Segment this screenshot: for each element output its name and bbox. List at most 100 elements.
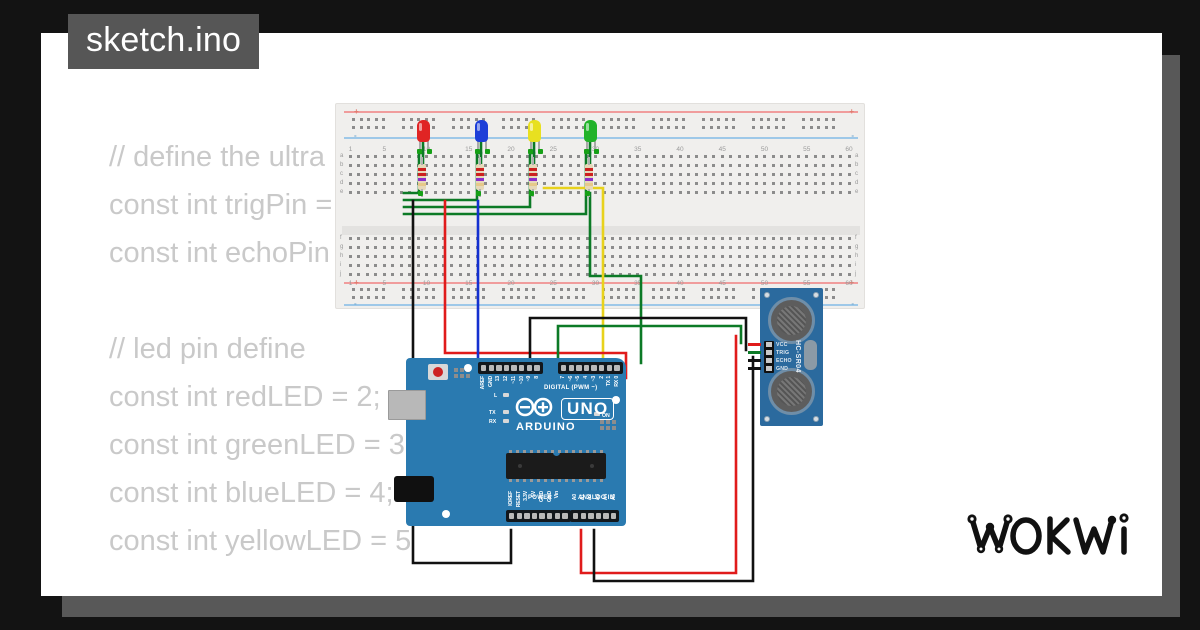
breadboard-row-label: h [340, 253, 344, 259]
resistor-4[interactable] [585, 157, 593, 197]
header-pin[interactable] [568, 365, 575, 371]
header-pin[interactable] [614, 365, 620, 371]
header-pin[interactable] [610, 513, 617, 519]
breadboard-hole [467, 255, 471, 258]
mounting-screw [764, 416, 770, 422]
breadboard-column-label: 15 [465, 146, 473, 153]
breadboard-rail-hole [709, 288, 713, 291]
header-pin[interactable] [576, 365, 582, 371]
breadboard-hole [382, 182, 386, 185]
breadboard-hole [560, 237, 564, 240]
breadboard-hole [425, 155, 429, 158]
hc-sr04-sensor[interactable]: HC-SR04 VCC TRIG ECHO GND [748, 288, 823, 426]
breadboard-hole [636, 237, 640, 240]
resistor-3[interactable] [529, 157, 537, 197]
header-pin[interactable] [554, 513, 560, 519]
breadboard-rail-hole [382, 126, 386, 129]
digital-header-right[interactable] [558, 362, 623, 374]
header-pin[interactable] [588, 513, 594, 519]
header-pin[interactable] [509, 513, 515, 519]
breadboard-hole [687, 246, 690, 249]
breadboard-rail-hole [409, 288, 413, 291]
header-pin[interactable] [573, 513, 579, 519]
breadboard-hole [763, 237, 767, 240]
header-pin[interactable] [606, 365, 612, 371]
breadboard-rail-hole [667, 288, 671, 291]
breadboard-hole [543, 255, 547, 258]
reset-button[interactable] [428, 364, 448, 380]
header-pin[interactable] [524, 513, 530, 519]
header-pin[interactable] [595, 513, 602, 519]
breadboard-row-label: f [855, 235, 857, 241]
breadboard-hole [458, 273, 462, 276]
breadboard-rail-hole [824, 118, 828, 121]
red-led[interactable] [417, 120, 430, 142]
breadboard-hole [636, 173, 640, 176]
yellow-led[interactable] [528, 120, 541, 142]
green-led[interactable] [584, 120, 597, 142]
header-pin[interactable] [481, 365, 487, 371]
breadboard-rail-hole [559, 296, 563, 299]
breadboard-hole [805, 255, 809, 258]
breadboard-hole [594, 237, 598, 240]
header-pin[interactable] [526, 365, 532, 371]
rail-plus-marker-top-right: + [849, 107, 854, 116]
breadboard-row-label: e [340, 189, 344, 195]
breadboard-rail-hole [782, 118, 786, 121]
breadboard-hole [551, 191, 555, 194]
header-pin[interactable] [531, 513, 538, 519]
analog-header[interactable] [570, 510, 620, 522]
header-pin[interactable] [598, 365, 605, 371]
breadboard-hole [847, 255, 851, 258]
header-pin[interactable] [561, 365, 567, 371]
digital-pin-label: ~10 [518, 376, 525, 385]
breadboard-hole [737, 237, 741, 240]
code-line: const int greenLED = 3 [109, 429, 405, 461]
header-pin[interactable] [503, 365, 510, 371]
header-pin[interactable] [562, 513, 568, 519]
header-pin[interactable] [496, 365, 502, 371]
header-pin[interactable] [583, 365, 590, 371]
breadboard-hole [501, 264, 505, 267]
header-pin[interactable] [546, 513, 553, 519]
header-pin[interactable] [511, 365, 517, 371]
breadboard-hole [501, 164, 505, 167]
breadboard-hole [382, 273, 386, 276]
breadboard-hole [441, 273, 445, 276]
header-pin[interactable] [488, 365, 495, 371]
breadboard-hole [416, 273, 420, 276]
icsp-header [600, 420, 616, 430]
breadboard-hole [687, 182, 690, 185]
header-pin[interactable] [539, 513, 545, 519]
header-pin[interactable] [516, 513, 523, 519]
breadboard-hole [450, 264, 454, 267]
header-pin[interactable] [591, 365, 597, 371]
breadboard-hole [763, 164, 767, 167]
breadboard-hole [374, 164, 378, 167]
breadboard-hole [391, 173, 395, 176]
header-pin[interactable] [518, 365, 525, 371]
blue-led[interactable] [475, 120, 488, 142]
breadboard-hole [568, 164, 572, 167]
power-header[interactable] [506, 510, 571, 522]
breadboard-hole [619, 273, 623, 276]
breadboard-column-label: 50 [760, 146, 769, 153]
header-pin[interactable] [534, 365, 540, 371]
breadboard-hole [712, 264, 716, 267]
breadboard-hole [644, 246, 648, 249]
breadboard-hole [509, 164, 513, 167]
digital-header-left[interactable] [478, 362, 543, 374]
breadboard-hole [484, 182, 488, 185]
breadboard-hole [602, 182, 606, 185]
header-pin[interactable] [580, 513, 587, 519]
resistor-2[interactable] [476, 157, 484, 197]
header-pin[interactable] [603, 513, 609, 519]
breadboard-rail-hole [567, 296, 571, 299]
breadboard-hole [687, 191, 690, 194]
file-tab-sketch-ino[interactable]: sketch.ino [68, 14, 260, 69]
breadboard-rail-hole [809, 118, 813, 121]
resistor-1[interactable] [418, 157, 426, 197]
breadboard-hole [509, 273, 513, 276]
sensor-pin-header[interactable] [764, 341, 774, 373]
